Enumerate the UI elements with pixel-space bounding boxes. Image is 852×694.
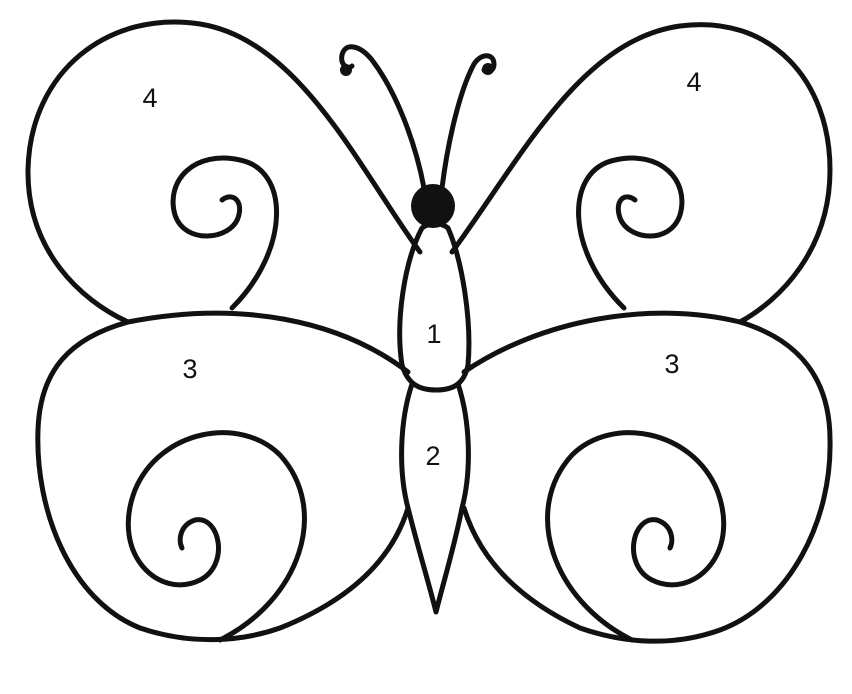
antenna-tip-left: [340, 64, 352, 76]
label-lower-wing-right: 3: [664, 349, 679, 379]
lower-wing-left: [35, 310, 411, 643]
lower-wings: [35, 310, 833, 644]
antenna-tip-right: [482, 63, 494, 75]
lower-wing-right: [461, 310, 833, 644]
upper-swirls: [170, 155, 685, 311]
label-body-upper: 1: [426, 319, 441, 349]
upper-wing-left: [25, 19, 423, 325]
antenna-right: [439, 53, 497, 191]
label-upper-wing-left: 4: [142, 83, 157, 113]
lower-swirl-left: [125, 430, 307, 643]
butterfly-head: [411, 184, 455, 228]
label-upper-wing-right: 4: [686, 67, 701, 97]
upper-swirl-left: [170, 155, 280, 311]
body-lower-segment: [399, 381, 471, 615]
lower-swirl-right: [545, 430, 727, 643]
antenna-left: [339, 44, 427, 191]
upper-wing-right: [449, 22, 833, 325]
butterfly-body: [397, 221, 472, 615]
region-labels: 4 4 3 3 1 2: [142, 67, 701, 471]
lower-swirls: [125, 430, 727, 643]
label-lower-wing-left: 3: [182, 354, 197, 384]
label-body-lower: 2: [425, 441, 440, 471]
body-upper-segment: [397, 221, 472, 393]
upper-swirl-right: [576, 155, 685, 311]
antennae: [339, 44, 497, 191]
upper-wings: [25, 19, 833, 325]
